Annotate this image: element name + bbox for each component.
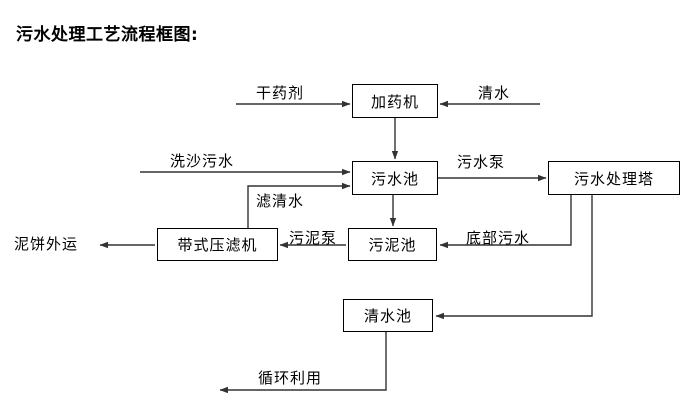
node-clean-water-pool[interactable]: 清水池 — [343, 299, 433, 332]
node-label: 污水处理塔 — [573, 169, 654, 188]
label-dry-reagent: 干药剂 — [256, 84, 305, 102]
node-label: 污水池 — [370, 169, 419, 188]
node-dosing-machine[interactable]: 加药机 — [352, 84, 438, 118]
label-sludge-pump: 污泥泵 — [289, 229, 338, 247]
label-filtered-clear-water: 滤清水 — [256, 192, 305, 210]
label-bottom-sewage: 底部污水 — [466, 229, 531, 247]
node-belt-filter-press[interactable]: 带式压滤机 — [157, 228, 278, 261]
node-sewage-pool[interactable]: 污水池 — [352, 161, 438, 195]
label-mud-cake-transport: 泥饼外运 — [14, 235, 79, 253]
node-label: 清水池 — [363, 307, 412, 325]
wire-tower-to-sludge-pool — [439, 195, 572, 249]
label-clean-water-in: 清水 — [478, 84, 511, 102]
label-recycle-use: 循环利用 — [258, 369, 323, 387]
wire-filtered-water-to-sewage-pool — [247, 182, 351, 228]
node-label: 加药机 — [370, 92, 419, 111]
node-label: 带式压滤机 — [177, 236, 258, 254]
node-treatment-tower[interactable]: 污水处理塔 — [548, 161, 680, 195]
wire-clean-water-pool-to-recycle — [219, 332, 387, 394]
node-label: 污泥池 — [368, 236, 417, 254]
wire-tower-to-clean-water-pool — [435, 195, 593, 320]
label-sand-washing-sewage: 洗沙污水 — [170, 152, 235, 170]
node-sludge-pool[interactable]: 污泥池 — [348, 228, 437, 261]
label-sewage-pump: 污水泵 — [457, 153, 506, 171]
page-title: 污水处理工艺流程框图: — [16, 25, 199, 45]
